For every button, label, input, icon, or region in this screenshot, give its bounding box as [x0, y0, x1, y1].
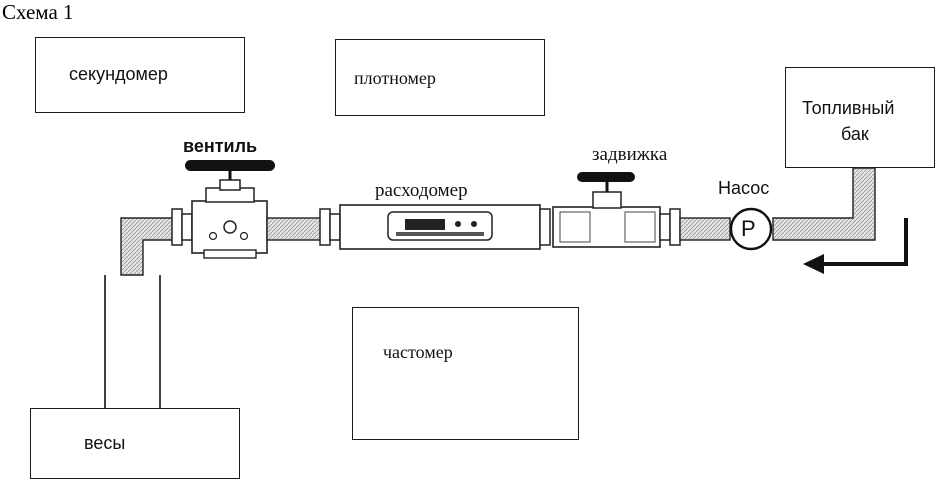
fuel-tank-label-line1: Топливный — [802, 98, 895, 118]
scales-label: весы — [84, 433, 126, 453]
valve-handle — [185, 160, 275, 171]
gate-valve — [552, 172, 661, 248]
flowmeter-label: расходомер — [375, 180, 468, 201]
pump-symbol — [729, 207, 773, 251]
tank-elbow-pipe — [772, 167, 876, 241]
scales-pipe — [104, 275, 161, 408]
valve-label: вентиль — [183, 136, 258, 156]
flow-direction-arrow — [803, 218, 908, 274]
pump-label: Насос — [718, 178, 770, 198]
fuel-tank-label-line2: бак — [841, 124, 869, 144]
right-fitting — [659, 208, 681, 246]
valve — [185, 160, 275, 259]
diagram-title: Схема 1 — [2, 0, 74, 24]
gate-valve-handle — [577, 172, 635, 182]
flowmeter — [319, 204, 551, 250]
frequency-meter-label: частомер — [383, 342, 453, 362]
frequency-meter-box: частомер — [352, 307, 579, 440]
fuel-tank-box: Топливный бак — [785, 67, 935, 168]
gate-valve-label: задвижка — [592, 144, 668, 165]
pipe-segment-1 — [266, 217, 323, 241]
left-fitting — [171, 208, 193, 246]
pipe-segment-2 — [679, 217, 731, 241]
scales-box: весы — [30, 408, 240, 479]
stopwatch-box: секундомер — [35, 37, 245, 113]
densitometer-label: плотномер — [354, 68, 436, 88]
densitometer-box: плотномер — [335, 39, 545, 116]
stopwatch-label: секундомер — [69, 64, 168, 84]
left-elbow-pipe — [120, 217, 176, 276]
pump-symbol-letter: P — [741, 216, 756, 241]
